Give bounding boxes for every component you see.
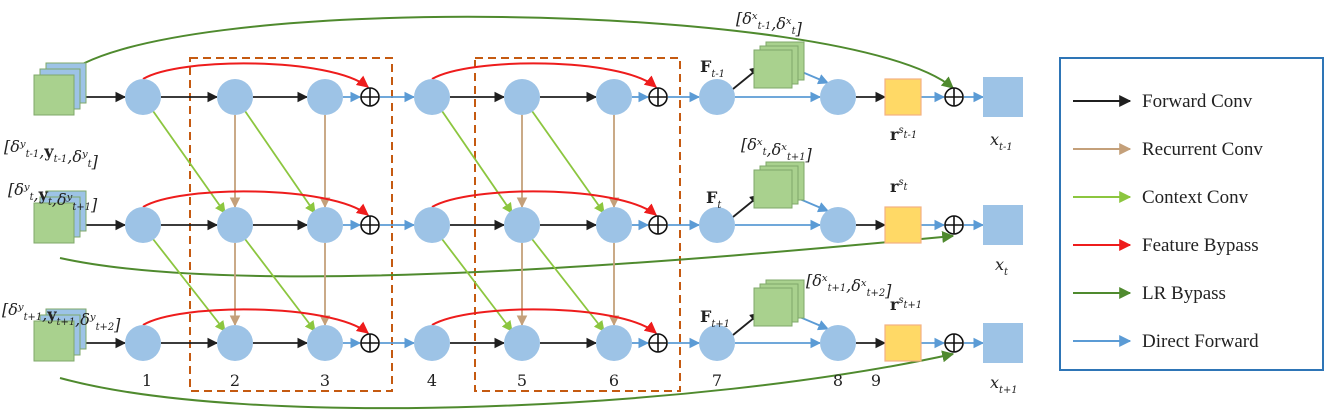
- lr-bypass-curve: [59, 350, 955, 410]
- layer-number: 9: [871, 371, 881, 390]
- legend-box: [1059, 57, 1324, 371]
- input-frame: [33, 74, 75, 116]
- feature-node: [217, 325, 253, 361]
- residual-label: rst+1: [890, 295, 922, 314]
- motion-frame: [753, 169, 793, 209]
- feature-bypass-arrow: [431, 190, 657, 216]
- context-conv-arrow: [244, 238, 316, 332]
- connections: [59, 15, 985, 410]
- motion-label: [δˣt+1,δˣt+2]: [806, 271, 892, 300]
- feature-node: [596, 79, 632, 115]
- output-label: xt-1: [990, 130, 1013, 153]
- residual-label: rst-1: [890, 125, 917, 144]
- feature-node: [414, 207, 450, 243]
- feature-node: [699, 79, 735, 115]
- output-frame: [983, 205, 1023, 245]
- feature-bypass-arrow: [142, 62, 369, 88]
- legend-label: Forward Conv: [1142, 91, 1253, 112]
- feature-node: [504, 325, 540, 361]
- legend-label: Direct Forward: [1142, 331, 1259, 352]
- feature-node: [307, 79, 343, 115]
- feature-bypass-arrow: [142, 190, 369, 216]
- feature-node: [307, 207, 343, 243]
- input-label: [δʸt+1,yt+1,δʸt+2]: [2, 300, 121, 334]
- layer-number: 6: [609, 371, 619, 390]
- legend-label: LR Bypass: [1142, 283, 1226, 304]
- residual-block: [884, 206, 922, 244]
- residual-label: rst: [890, 177, 908, 196]
- feature-node: [125, 325, 161, 361]
- context-conv-arrow: [531, 110, 605, 214]
- input-frame: [33, 202, 75, 244]
- feature-node: [217, 207, 253, 243]
- layer-number: 3: [320, 371, 330, 390]
- feature-node: [596, 325, 632, 361]
- feature-node: [820, 325, 856, 361]
- feature-node: [699, 207, 735, 243]
- feature-node: [596, 207, 632, 243]
- motion-label: [δˣt,δˣt+1]: [741, 135, 813, 164]
- feature-node: [504, 79, 540, 115]
- feature-node: [125, 207, 161, 243]
- lr-bypass-curve: [61, 15, 954, 89]
- feature-node: [414, 325, 450, 361]
- layer-number: 1: [142, 371, 152, 390]
- legend-label: Recurrent Conv: [1142, 139, 1263, 160]
- output-label: xt+1: [990, 373, 1018, 396]
- legend-label: Context Conv: [1142, 187, 1249, 208]
- legend-label: Feature Bypass: [1142, 235, 1259, 256]
- context-conv-arrow: [441, 238, 513, 332]
- context-conv-arrow: [244, 110, 316, 214]
- motion-frame: [753, 287, 793, 327]
- output-frame: [983, 323, 1023, 363]
- feature-node: [307, 325, 343, 361]
- feature-bypass-arrow: [431, 62, 657, 88]
- output-label: xt: [995, 255, 1008, 278]
- motion-label: [δˣt-1,δˣt]: [736, 9, 803, 38]
- context-conv-arrow: [441, 110, 513, 214]
- feature-node: [414, 79, 450, 115]
- context-conv-arrow: [531, 238, 605, 332]
- input-frame: [33, 320, 75, 362]
- context-conv-arrow: [152, 238, 226, 332]
- residual-block: [884, 324, 922, 362]
- feature-node: [820, 79, 856, 115]
- input-label: [δʸt-1,yt-1,δʸt]: [4, 137, 99, 171]
- feature-node: [820, 207, 856, 243]
- lr-bypass-curve: [59, 231, 955, 278]
- layer-number: 7: [712, 371, 722, 390]
- feature-label: Ft+1: [700, 307, 730, 330]
- layer-number: 2: [230, 371, 240, 390]
- context-conv-arrow: [152, 110, 226, 214]
- feature-node: [504, 207, 540, 243]
- labels: 1 2 3 4 5 6 7 8 9 [δʸt-1,yt-1,δʸt] [δʸt,yt,δʸt+1] […: [2, 9, 1018, 396]
- output-frame: [983, 77, 1023, 117]
- residual-block: [884, 78, 922, 116]
- feature-label: Ft-1: [700, 57, 725, 80]
- feature-node: [125, 79, 161, 115]
- motion-frame: [753, 49, 793, 89]
- feature-node: [217, 79, 253, 115]
- layer-number: 8: [833, 371, 843, 390]
- feature-bypass-arrow: [142, 308, 369, 334]
- shapes: [33, 41, 1023, 363]
- layer-number: 4: [427, 371, 437, 390]
- layer-number: 5: [517, 371, 527, 390]
- feature-bypass-arrow: [431, 308, 657, 334]
- input-label: [δʸt,yt,δʸt+1]: [8, 180, 98, 214]
- feature-node: [699, 325, 735, 361]
- feature-label: Ft: [706, 188, 721, 211]
